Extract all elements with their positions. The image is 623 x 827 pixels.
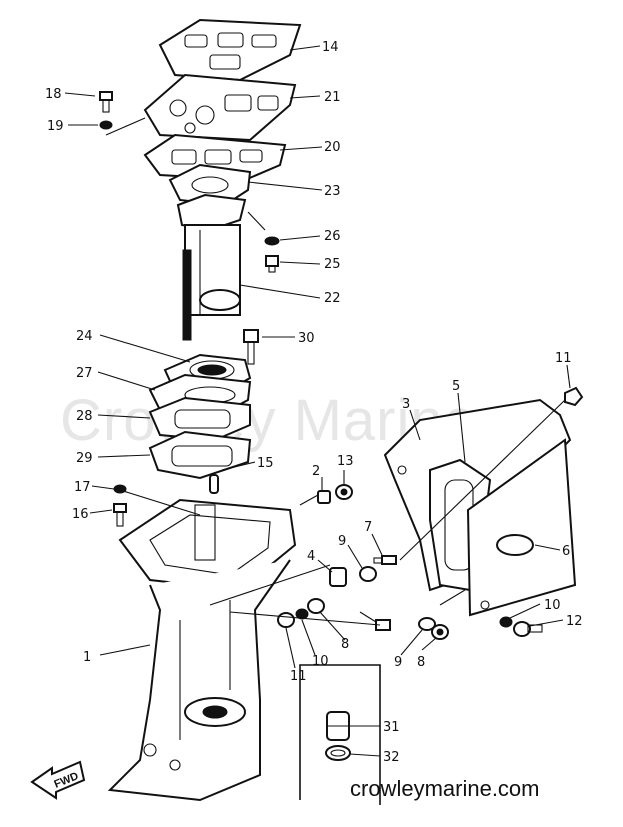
- washer-26: [264, 236, 280, 246]
- callout-15: 15: [257, 456, 274, 471]
- top-gasket-14: [158, 18, 302, 82]
- callout-1: 1: [83, 650, 91, 665]
- callout-13: 13: [337, 454, 354, 469]
- callout-32: 32: [383, 750, 400, 765]
- site-footer-text: crowleymarine.com: [350, 776, 540, 801]
- callout-31: 31: [383, 720, 400, 735]
- callout-18: 18: [45, 87, 62, 102]
- ring-32: [325, 745, 351, 761]
- bolt-7: [373, 555, 397, 565]
- callout-11-top: 11: [555, 351, 572, 366]
- upper-casing-1: [107, 498, 297, 802]
- washer-9b: [418, 617, 436, 631]
- bolt-18: [99, 91, 113, 113]
- housing-22: [176, 193, 247, 341]
- callout-29: 29: [76, 451, 93, 466]
- callout-5: 5: [452, 379, 460, 394]
- bolt-25: [265, 255, 279, 273]
- plate-23: [168, 163, 252, 207]
- callout-2: 2: [312, 464, 320, 479]
- gasket-28: [148, 396, 251, 442]
- callout-21: 21: [324, 90, 341, 105]
- callout-10-mid: 10: [312, 654, 329, 669]
- bolt-mid: [359, 611, 391, 631]
- callout-7: 7: [364, 520, 372, 535]
- callout-24: 24: [76, 329, 93, 344]
- part-31: [326, 711, 350, 741]
- pin-15: [209, 474, 219, 494]
- nut-8a: [307, 598, 325, 614]
- callout-17: 17: [74, 480, 91, 495]
- nut-13: [335, 484, 353, 500]
- callout-28: 28: [76, 409, 93, 424]
- callout-9-bottom: 9: [394, 655, 402, 670]
- callout-14: 14: [322, 40, 339, 55]
- washer-19: [99, 120, 113, 130]
- callout-11-bottom: 11: [290, 669, 307, 684]
- callout-8-bottom: 8: [417, 655, 425, 670]
- callout-27: 27: [76, 366, 93, 381]
- callout-22: 22: [324, 291, 341, 306]
- callout-labels: 14 21 18 19 20 23 26 25 22 30 24 27 28 2…: [45, 40, 583, 765]
- gasket-20: [143, 133, 287, 182]
- callout-9-mid: 9: [338, 534, 346, 549]
- forward-arrow-icon: FWD: [30, 760, 86, 800]
- grommet-11a: [277, 612, 295, 628]
- holder-4: [329, 567, 347, 587]
- callout-30: 30: [298, 331, 315, 346]
- callout-10-right: 10: [544, 598, 561, 613]
- callout-19: 19: [47, 119, 64, 134]
- bolt-16: [113, 503, 127, 527]
- grommet-2: [317, 490, 331, 504]
- callout-23: 23: [324, 184, 341, 199]
- callout-26: 26: [324, 229, 341, 244]
- callout-25: 25: [324, 257, 341, 272]
- nut-8b: [431, 624, 449, 640]
- callout-8-mid: 8: [341, 637, 349, 652]
- callout-6: 6: [562, 544, 570, 559]
- callout-3: 3: [402, 397, 410, 412]
- washer-10b: [499, 616, 513, 628]
- gasket-29: [148, 430, 252, 480]
- callout-12: 12: [566, 614, 583, 629]
- leader-lines: [64, 45, 571, 757]
- callout-16: 16: [72, 507, 89, 522]
- callout-4: 4: [307, 549, 315, 564]
- bolt-11b: [564, 386, 584, 407]
- plate-21: [143, 73, 297, 142]
- detail-box: [299, 664, 381, 805]
- cover-6: [466, 438, 577, 617]
- callout-20: 20: [324, 140, 341, 155]
- washer-10a: [295, 608, 309, 620]
- bushing-9a: [359, 566, 377, 582]
- bolt-30: [243, 329, 259, 365]
